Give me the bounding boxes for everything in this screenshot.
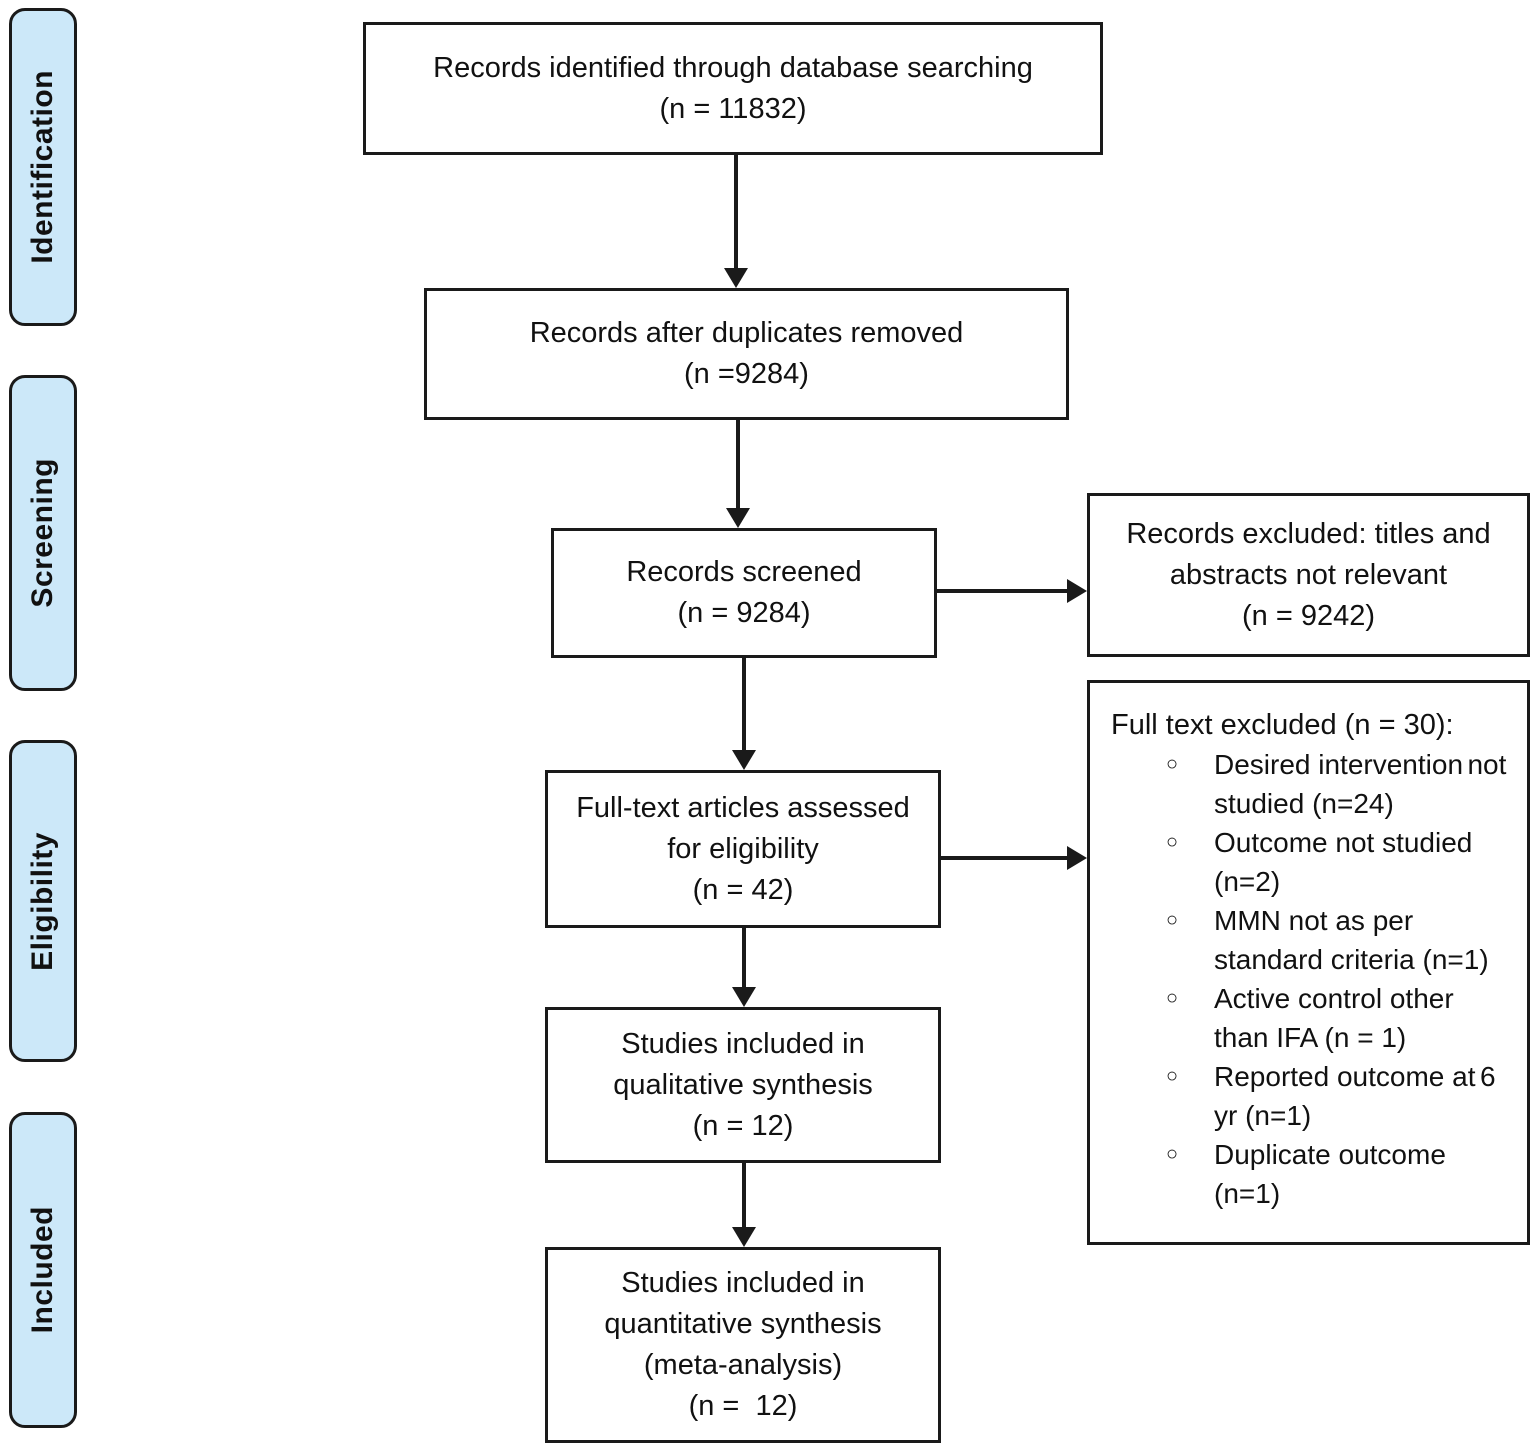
- arrowhead-down-icon: [724, 268, 748, 288]
- flow-box-duplicates-removed: Records after duplicates removed (n =928…: [424, 288, 1069, 420]
- exclusion-reason-line: not studied (n=24): [1214, 749, 1515, 819]
- stage-label-identification: Identification: [9, 8, 77, 326]
- circle-bullet-icon: ○: [1166, 1143, 1179, 1165]
- arrowhead-down-icon: [732, 750, 756, 770]
- flow-box-records-identified-line1: Records identified through database sear…: [433, 51, 1033, 84]
- exclusion-reason-line: MMN not as per: [1214, 905, 1414, 936]
- exclusion-reason-line: Active control other: [1214, 983, 1454, 1014]
- stage-label-eligibility: Eligibility: [9, 740, 77, 1062]
- exclusion-reason-line: Duplicate outcome: [1214, 1139, 1446, 1170]
- circle-bullet-icon: ○: [1166, 753, 1179, 775]
- arrow-screened-to-fulltext: [732, 658, 756, 770]
- flow-box-fulltext-assessed-line2: for eligibility: [667, 832, 819, 865]
- exclusion-reason-line: 6 yr (n=1): [1214, 1061, 1504, 1131]
- flow-box-quantitative-synthesis: Studies included in quantitative synthes…: [545, 1247, 941, 1443]
- side-box-records-excluded: Records excluded: titles and abstracts n…: [1087, 493, 1530, 657]
- arrow-identified-to-duplicates: [724, 155, 748, 288]
- side-box-fulltext-excluded: Full text excluded (n = 30): ○ Desired i…: [1087, 680, 1530, 1245]
- exclusion-reason-desired-intervention: ○ Desired intervention not studied (n=24…: [1090, 745, 1527, 823]
- flow-box-quantitative-line1: Studies included in: [621, 1267, 865, 1299]
- flow-box-records-screened-line1: Records screened: [626, 556, 862, 588]
- circle-bullet-icon: ○: [1166, 831, 1179, 853]
- flow-box-quantitative-line2: quantitative synthesis: [604, 1308, 882, 1340]
- flow-box-duplicates-removed-line1: Records after duplicates removed: [529, 317, 964, 349]
- side-box-records-excluded-count: (n = 9242): [1241, 599, 1375, 632]
- arrowhead-down-icon: [732, 987, 756, 1007]
- arrow-qualitative-to-quantitative: [732, 1163, 756, 1247]
- flow-box-fulltext-assessed-count: (n = 42): [692, 873, 794, 906]
- flow-box-duplicates-removed-count: (n =9284): [684, 358, 809, 390]
- exclusion-reason-active-control: ○ Active control other than IFA (n = 1): [1090, 979, 1527, 1057]
- exclusion-reason-duplicate-outcome: ○ Duplicate outcome (n=1): [1090, 1135, 1527, 1213]
- flow-box-qualitative-count: (n = 12): [692, 1109, 794, 1142]
- arrow-duplicates-to-screened: [726, 420, 750, 528]
- stage-label-included: Included: [9, 1112, 77, 1428]
- exclusion-reason-mmn-criteria: ○ MMN not as per standard criteria (n=1): [1090, 901, 1527, 979]
- exclusion-reason-line: than IFA (n = 1): [1214, 1022, 1407, 1053]
- flow-box-qualitative-line1: Studies included in: [621, 1027, 865, 1060]
- exclusion-reason-line: Outcome not studied: [1214, 827, 1473, 858]
- arrowhead-right-icon: [1067, 579, 1087, 603]
- exclusion-reason-outcome-not-studied: ○ Outcome not studied (n=2): [1090, 823, 1527, 901]
- flow-box-records-screened: Records screened (n = 9284): [551, 528, 937, 658]
- arrow-fulltext-to-qualitative: [732, 928, 756, 1007]
- circle-bullet-icon: ○: [1166, 1065, 1179, 1087]
- flow-box-quantitative-count: (n = 12): [688, 1390, 798, 1422]
- stage-label-included-text: Included: [26, 1206, 59, 1334]
- arrowhead-right-icon: [1067, 846, 1087, 870]
- flow-box-qualitative-line2: qualitative synthesis: [613, 1068, 873, 1101]
- exclusion-reason-line: (n=1): [1214, 1178, 1281, 1209]
- arrowhead-down-icon: [732, 1227, 756, 1247]
- stage-label-eligibility-text: Eligibility: [26, 831, 59, 971]
- flow-box-records-screened-count: (n = 9284): [677, 597, 811, 629]
- flow-box-records-identified: Records identified through database sear…: [363, 22, 1103, 155]
- stage-label-screening-text: Screening: [26, 458, 59, 608]
- fulltext-excluded-title: Full text excluded (n = 30):: [1111, 709, 1454, 741]
- flow-box-qualitative-synthesis: Studies included in qualitative synthesi…: [545, 1007, 941, 1163]
- circle-bullet-icon: ○: [1166, 909, 1179, 931]
- exclusion-reason-reported-outcome: ○ Reported outcome at 6 yr (n=1): [1090, 1057, 1527, 1135]
- circle-bullet-icon: ○: [1166, 987, 1179, 1009]
- flow-box-fulltext-assessed: Full-text articles assessed for eligibil…: [545, 770, 941, 928]
- exclusion-reason-line: Reported outcome at: [1214, 1061, 1476, 1092]
- arrow-fulltext-to-fulltext-excluded: [940, 846, 1087, 870]
- side-box-records-excluded-line2: abstracts not relevant: [1169, 558, 1448, 591]
- side-box-records-excluded-line1: Records excluded: titles and: [1126, 517, 1491, 550]
- exclusion-reason-line: Desired intervention: [1214, 749, 1464, 780]
- stage-label-identification-text: Identification: [26, 70, 59, 264]
- exclusion-reason-line: standard criteria (n=1): [1214, 944, 1489, 975]
- arrow-screened-to-records-excluded: [936, 579, 1087, 603]
- exclusion-reason-line: (n=2): [1214, 866, 1281, 897]
- stage-label-screening: Screening: [9, 375, 77, 691]
- flow-box-fulltext-assessed-line1: Full-text articles assessed: [576, 791, 910, 824]
- arrowhead-down-icon: [726, 508, 750, 528]
- flow-box-records-identified-count: (n = 11832): [659, 92, 807, 125]
- flow-box-quantitative-line3: (meta-analysis): [643, 1349, 843, 1381]
